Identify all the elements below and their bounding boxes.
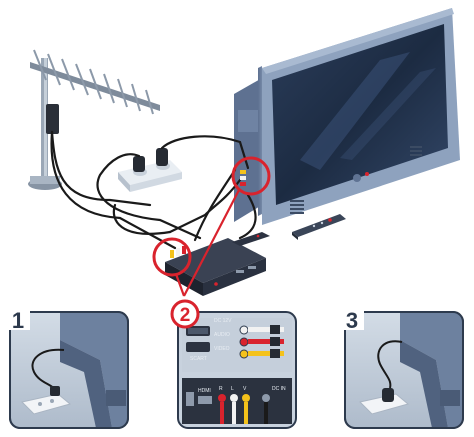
remote-icon (292, 214, 346, 240)
highlight-markers (152, 156, 271, 297)
step-3-panel: 3 (340, 308, 464, 429)
label-dc-in: DC IN (272, 386, 286, 392)
antenna-icon (28, 49, 160, 190)
power-strip-icon (118, 148, 182, 192)
step-2-number: 2 (180, 305, 191, 326)
set-top-box-icon (165, 232, 270, 296)
label-r: R (219, 386, 223, 392)
step-1-number: 1 (12, 308, 24, 333)
step-3-number: 3 (346, 308, 358, 333)
label-audio: AUDIO (214, 332, 230, 338)
label-l: L (231, 386, 234, 392)
label-video: VIDEO (214, 346, 230, 352)
tv-icon (234, 8, 460, 225)
label-v: V (243, 386, 247, 392)
step-1-panel: 1 (6, 308, 129, 429)
cable-icon (50, 130, 257, 250)
label-scart: SCART (190, 356, 207, 362)
label-hdmi: HDMI (198, 388, 211, 394)
label-dc12v: DC 12V (214, 318, 232, 324)
step-2-panel: AUDIO VIDEO DC 12V SCART HDMI R L V DC I… (170, 299, 297, 429)
